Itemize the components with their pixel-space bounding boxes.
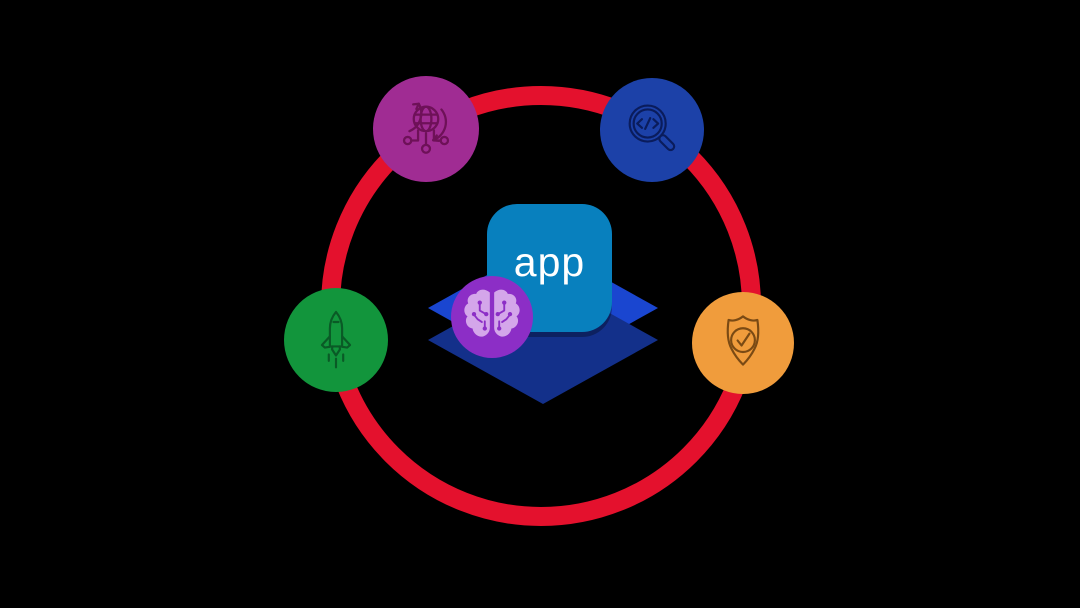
ai-brain-node (451, 276, 533, 358)
security-node (692, 292, 794, 394)
rocket-icon (320, 310, 352, 369)
globe-sync-network-icon (402, 102, 450, 154)
circuit-brain-icon (464, 289, 520, 337)
shield-check-icon (726, 315, 760, 366)
web-modernization-node (373, 76, 479, 182)
app-tile-label: app (513, 238, 586, 285)
launch-node (284, 288, 388, 392)
code-magnifier-icon (628, 104, 676, 152)
code-search-node (600, 78, 704, 182)
